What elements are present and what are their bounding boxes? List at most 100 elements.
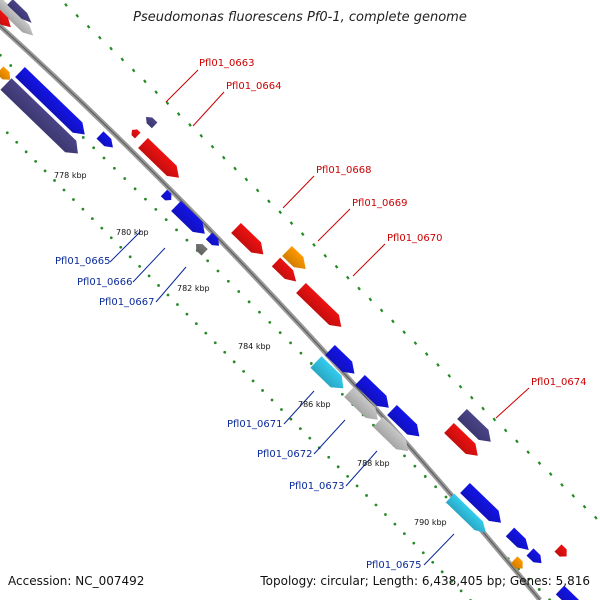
leader-line (352, 243, 386, 277)
tick-dot (289, 341, 292, 345)
gene-arrow[interactable] (15, 66, 89, 140)
gene-label-reverse[interactable]: Pfl01_0672 (257, 449, 313, 460)
tick-mark (98, 35, 102, 40)
gene-label-forward[interactable]: Pfl01_0663 (199, 58, 255, 69)
gene-arrow[interactable] (0, 8, 14, 30)
gene-label-reverse[interactable]: Pfl01_0673 (289, 481, 345, 492)
tick-dot (119, 245, 123, 249)
gene-arrow[interactable] (460, 482, 506, 528)
gene-arrow[interactable] (355, 374, 393, 413)
tick-dot (154, 207, 158, 211)
tick-mark (222, 155, 226, 160)
tick-mark (233, 166, 237, 171)
gene-arrow[interactable] (373, 416, 413, 456)
gene-arrow[interactable] (457, 408, 495, 447)
tick-mark (492, 417, 497, 422)
tick-dot (81, 207, 85, 211)
gene-arrow[interactable] (0, 66, 14, 83)
tick-dot (459, 589, 463, 593)
tick-dot (90, 217, 94, 221)
gene-arrow[interactable] (0, 0, 37, 39)
gene-arrow[interactable] (344, 386, 382, 425)
leader-line (283, 390, 315, 425)
gene-arrow[interactable] (555, 585, 593, 600)
gene-arrow[interactable] (445, 493, 490, 537)
gene-arrow[interactable] (129, 127, 141, 139)
gene-label-reverse[interactable]: Pfl01_0675 (366, 560, 422, 571)
tick-mark (424, 352, 429, 356)
gene-label-forward[interactable]: Pfl01_0674 (531, 377, 587, 388)
tick-dot (0, 53, 2, 57)
gene-label-reverse[interactable]: Pfl01_0666 (77, 277, 133, 288)
leader-line (282, 175, 315, 209)
tick-dot (147, 274, 151, 278)
gene-arrow[interactable] (282, 245, 310, 274)
tick-dot (34, 159, 38, 163)
gene-arrow[interactable] (205, 232, 222, 249)
tick-dot (81, 136, 85, 139)
gene-arrow[interactable] (510, 556, 527, 572)
tick-dot (384, 513, 387, 516)
tick-dot (62, 188, 66, 192)
gene-arrow[interactable] (310, 356, 348, 394)
gene-arrow[interactable] (193, 241, 208, 256)
gene-arrow[interactable] (160, 189, 174, 203)
accession-text: Accession: NC_007492 (8, 574, 145, 588)
leader-line (495, 387, 530, 419)
gene-label-reverse[interactable]: Pfl01_0665 (55, 256, 111, 267)
gene-arrow[interactable] (325, 344, 359, 379)
label-leader-lines (109, 69, 530, 566)
tick-dot (166, 293, 170, 297)
gene-arrow[interactable] (505, 527, 533, 555)
tick-dot (412, 541, 416, 545)
leader-line (109, 230, 142, 263)
scale-tick-label: 786 kbp (298, 400, 331, 409)
tick-mark (131, 68, 136, 73)
leader-line (155, 266, 187, 303)
gene-arrow[interactable] (231, 222, 268, 259)
tick-dot (299, 351, 303, 355)
tick-dot (213, 341, 217, 345)
tick-dot (258, 310, 261, 314)
gene-arrow[interactable] (271, 257, 300, 286)
tick-dot (372, 423, 375, 427)
gene-arrow[interactable] (138, 137, 184, 183)
tick-mark (289, 221, 294, 226)
tick-mark (176, 112, 181, 116)
tick-mark (594, 515, 598, 520)
gene-arrow[interactable] (554, 544, 571, 560)
gene-label-forward[interactable]: Pfl01_0670 (387, 233, 443, 244)
gene-arrow[interactable] (143, 114, 158, 129)
gene-arrow[interactable] (387, 404, 424, 441)
tick-mark (470, 395, 474, 400)
tick-dot (72, 198, 75, 201)
tick-mark (503, 428, 508, 433)
gene-label-reverse[interactable]: Pfl01_0671 (227, 419, 283, 430)
leader-line (132, 247, 166, 283)
gene-label-forward[interactable]: Pfl01_0669 (352, 198, 408, 209)
gene-arrow[interactable] (7, 0, 34, 26)
gene-label-forward[interactable]: Pfl01_0664 (226, 81, 282, 92)
gene-label-forward[interactable]: Pfl01_0668 (316, 165, 372, 176)
tick-dot (176, 303, 179, 306)
tick-mark (436, 363, 440, 367)
tick-dot (138, 264, 142, 268)
tick-mark (244, 177, 249, 182)
gene-arrow[interactable] (526, 548, 545, 566)
tick-dot (164, 218, 168, 222)
tick-dot (206, 259, 210, 263)
tick-dot (327, 455, 331, 459)
gene-label-reverse[interactable]: Pfl01_0667 (99, 297, 155, 308)
tick-mark (548, 472, 553, 476)
tick-mark (188, 123, 192, 127)
leader-line (423, 533, 455, 566)
gene-arrow[interactable] (96, 131, 117, 151)
gene-arrow[interactable] (444, 422, 482, 461)
tick-dot (185, 238, 189, 242)
gene-arrow[interactable] (0, 78, 83, 159)
tick-dot (251, 379, 255, 383)
tick-dot (298, 427, 302, 431)
gene-arrow[interactable] (171, 200, 209, 239)
gene-arrow[interactable] (296, 282, 346, 332)
